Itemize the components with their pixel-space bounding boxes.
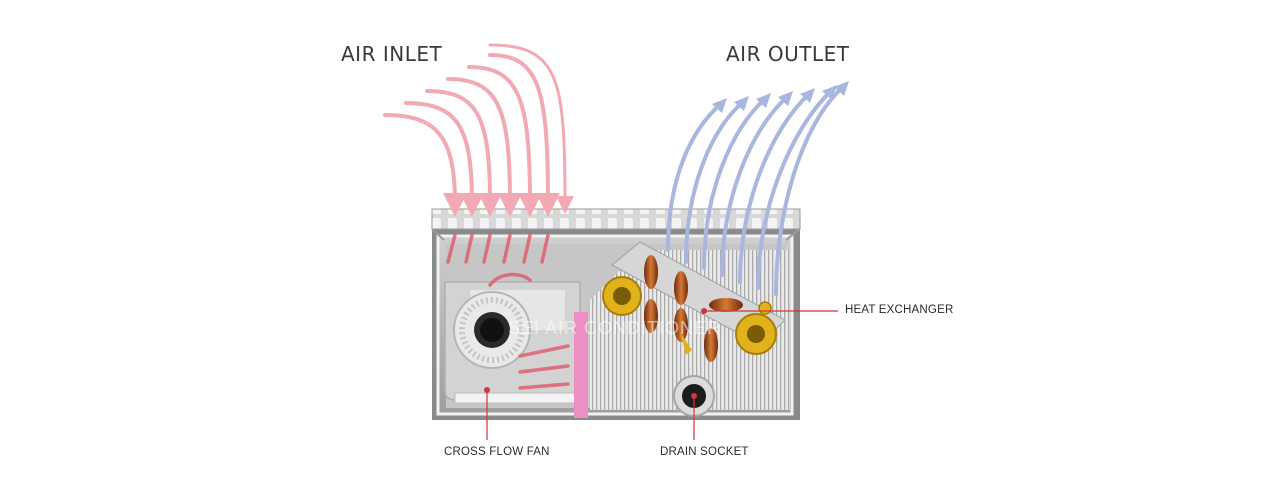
copper-tube: [674, 308, 688, 342]
brass-connector: [602, 276, 642, 316]
cross-flow-fan: [444, 281, 581, 404]
copper-tube: [644, 299, 658, 333]
callout-lines: [486, 310, 838, 440]
air-outlet-arrowheads: [712, 81, 849, 113]
drain-socket-label: DRAIN SOCKET: [660, 446, 749, 458]
copper-tube: [644, 255, 658, 289]
copper-tube: [674, 271, 688, 305]
copper-tube: [709, 298, 743, 312]
cross-flow-fan-label: CROSS FLOW FAN: [444, 446, 550, 458]
filter-panel: [574, 312, 588, 418]
callout-dots: [484, 308, 707, 399]
air-inlet-arrows: [383, 43, 574, 217]
internal-inlet-arrows: [446, 233, 570, 390]
heat-exchanger: [590, 241, 790, 410]
brass-connector: [735, 301, 777, 355]
air-outlet-arrows: [666, 84, 846, 296]
copper-tube: [704, 328, 718, 362]
watermark: SEI AIR CONDITIONER: [508, 318, 722, 338]
air-inlet-label: AIR INLET: [341, 42, 443, 66]
heat-exchanger-label: HEAT EXCHANGER: [845, 304, 954, 316]
air-outlet-label: AIR OUTLET: [726, 42, 850, 66]
